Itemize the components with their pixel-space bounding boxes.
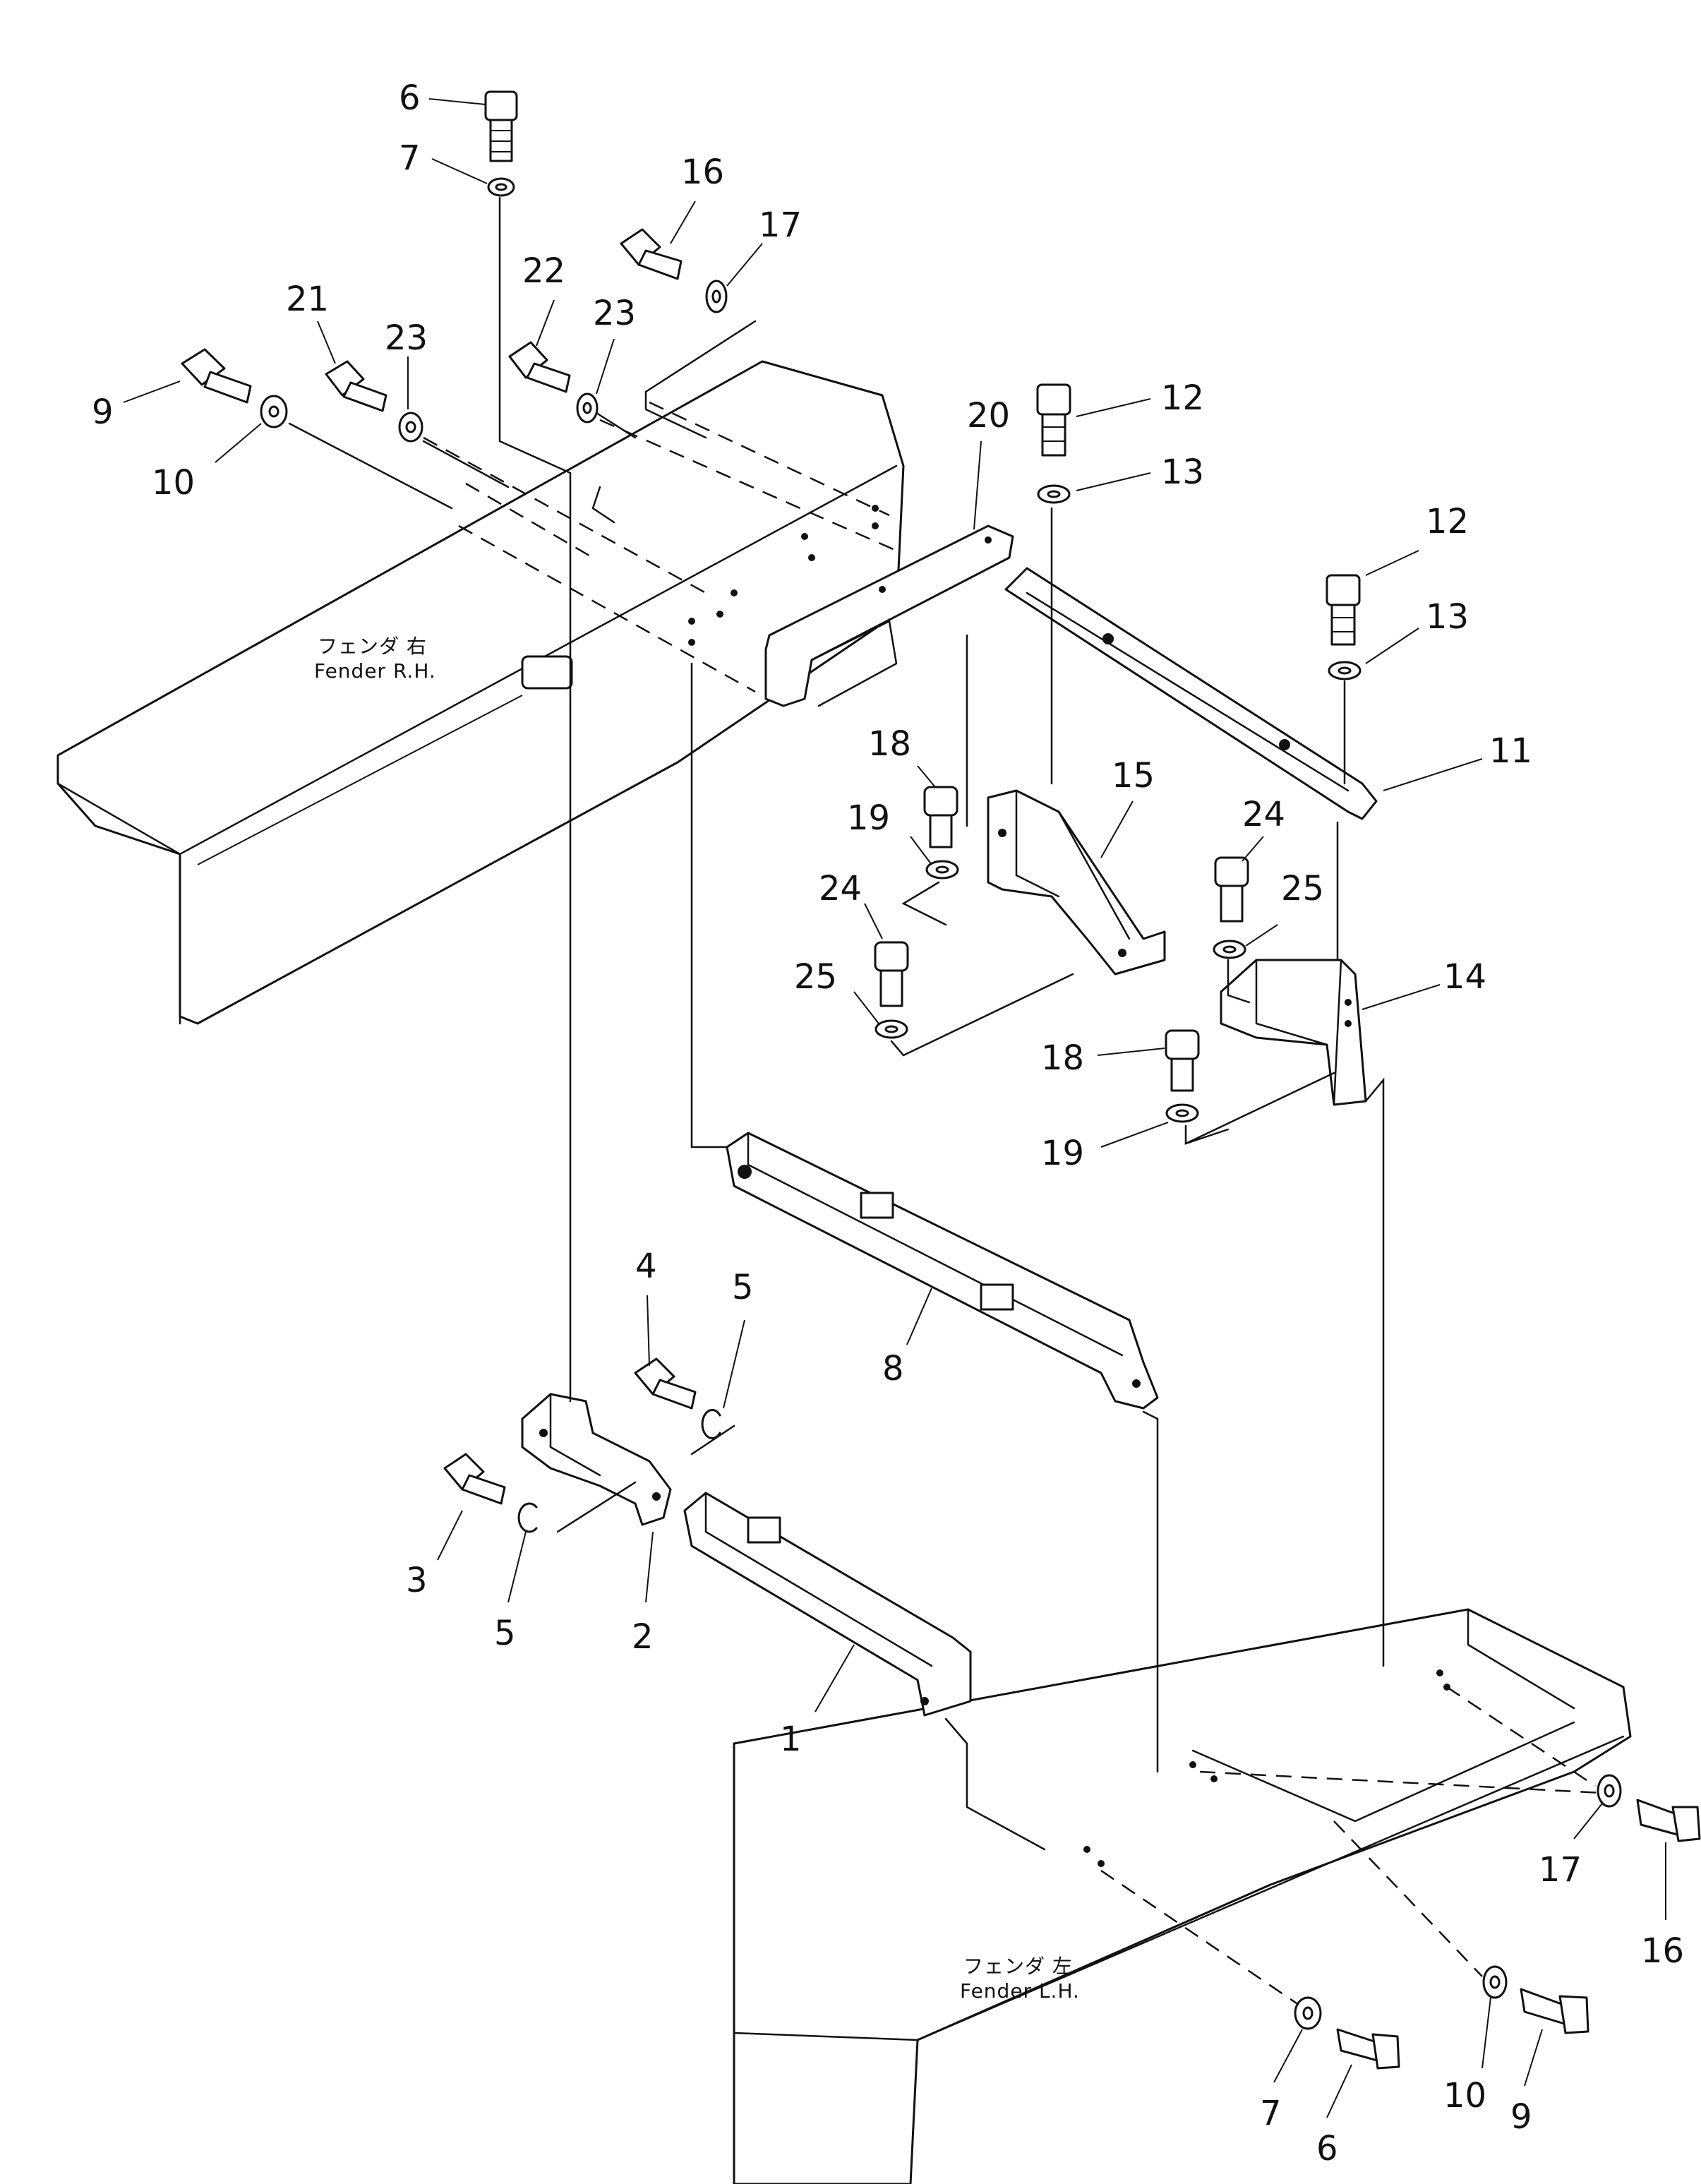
- washer-5-left: [517, 1502, 538, 1533]
- callout-16: 16: [681, 152, 724, 192]
- callout-21: 21: [286, 280, 329, 319]
- bolt-3: [443, 1453, 506, 1505]
- callout-20: 20: [967, 396, 1010, 436]
- washer-19-upper: [925, 860, 959, 880]
- callout-18: 18: [1041, 1038, 1084, 1078]
- callout-24: 24: [1242, 795, 1285, 834]
- washer-23-right: [576, 392, 599, 424]
- washer-25-left: [874, 1019, 908, 1039]
- fender-left: フェンダ 左 Fender L.H.: [733, 1608, 1632, 2184]
- bolt-6-top: [484, 90, 518, 162]
- callout-8: 8: [882, 1349, 904, 1388]
- bolt-12-right: [1326, 574, 1361, 646]
- callout-2: 2: [632, 1617, 654, 1657]
- stay-15: [987, 789, 1166, 976]
- callout-25: 25: [794, 957, 837, 997]
- bolt-22: [508, 341, 571, 393]
- bolt-18-upper: [923, 786, 958, 848]
- callout-18: 18: [868, 724, 911, 764]
- callout-7: 7: [399, 138, 421, 178]
- fender-lh-label-en: Fender L.H.: [960, 1979, 1080, 2003]
- callout-3: 3: [406, 1561, 428, 1600]
- bolt-21: [325, 360, 387, 412]
- washer-19-lower: [1165, 1103, 1199, 1123]
- callout-9: 9: [1510, 2097, 1532, 2137]
- washer-17-bottom: [1597, 1774, 1622, 1808]
- callout-5: 5: [732, 1268, 754, 1307]
- bolt-16-top: [620, 228, 683, 280]
- fender-rh-label-jp: フェンダ 右: [318, 635, 427, 658]
- callout-13: 13: [1161, 452, 1204, 492]
- callout-10: 10: [152, 463, 195, 503]
- callout-19: 19: [1041, 1134, 1084, 1173]
- bolt-9-bottom: [1520, 1988, 1589, 2034]
- callout-numbers: 6 7 16 17 22 23 21 23 9 10 20 12 13 12 1…: [92, 78, 1684, 2168]
- assembly-lines: [288, 196, 1603, 2006]
- callout-22: 22: [522, 251, 565, 291]
- washer-5-right: [701, 1409, 721, 1439]
- callout-17: 17: [759, 205, 802, 245]
- callout-16: 16: [1641, 1931, 1684, 1971]
- callout-15: 15: [1112, 756, 1155, 796]
- bolt-24-left: [874, 941, 909, 1007]
- bar-1: [683, 1492, 972, 1717]
- callout-6: 6: [399, 78, 421, 118]
- washer-13-top: [1037, 484, 1071, 504]
- bracket-20: [764, 524, 1014, 707]
- callout-19: 19: [847, 798, 890, 838]
- washer-13-right: [1328, 661, 1362, 680]
- bolt-16-bottom: [1636, 1799, 1701, 1842]
- washer-7-bottom: [1294, 1996, 1322, 2030]
- fender-lh-label-jp: フェンダ 左: [963, 1955, 1073, 1978]
- washer-25-right: [1213, 940, 1246, 959]
- callout-6: 6: [1316, 2129, 1338, 2168]
- callout-25: 25: [1281, 869, 1324, 908]
- callout-5: 5: [494, 1614, 516, 1653]
- fender-rh-label-en: Fender R.H.: [314, 659, 436, 683]
- bolt-24-right: [1214, 856, 1249, 923]
- callout-23: 23: [593, 294, 636, 333]
- callout-10: 10: [1443, 2076, 1486, 2116]
- bolt-18-lower: [1165, 1029, 1200, 1092]
- bolt-12-top: [1036, 383, 1071, 457]
- beam-8: [726, 1132, 1159, 1410]
- callout-4: 4: [635, 1247, 657, 1286]
- callout-17: 17: [1539, 1850, 1582, 1890]
- callout-9: 9: [92, 392, 114, 432]
- callout-12: 12: [1426, 502, 1469, 541]
- callout-11: 11: [1489, 731, 1532, 771]
- washer-7-top: [487, 177, 515, 197]
- callout-1: 1: [780, 1720, 802, 1759]
- callout-12: 12: [1161, 378, 1204, 418]
- washer-10-bottom: [1482, 1965, 1508, 1999]
- callout-leaders: [123, 98, 1666, 2118]
- washer-23-left: [398, 412, 423, 443]
- callout-24: 24: [819, 869, 862, 908]
- stay-14: [1220, 959, 1367, 1106]
- callout-14: 14: [1443, 957, 1486, 997]
- fender-right: フェンダ 右 Fender R.H.: [56, 360, 905, 1025]
- washer-17-top: [705, 280, 728, 313]
- bolt-6-bottom: [1336, 2028, 1400, 2070]
- callout-7: 7: [1260, 2094, 1282, 2133]
- bracket-2: [521, 1393, 672, 1526]
- washer-10-top: [260, 395, 288, 428]
- callout-13: 13: [1426, 597, 1469, 637]
- bolt-9-top: [181, 348, 252, 404]
- bolt-4: [634, 1357, 697, 1410]
- bar-11: [1004, 567, 1378, 820]
- callout-23: 23: [385, 318, 428, 358]
